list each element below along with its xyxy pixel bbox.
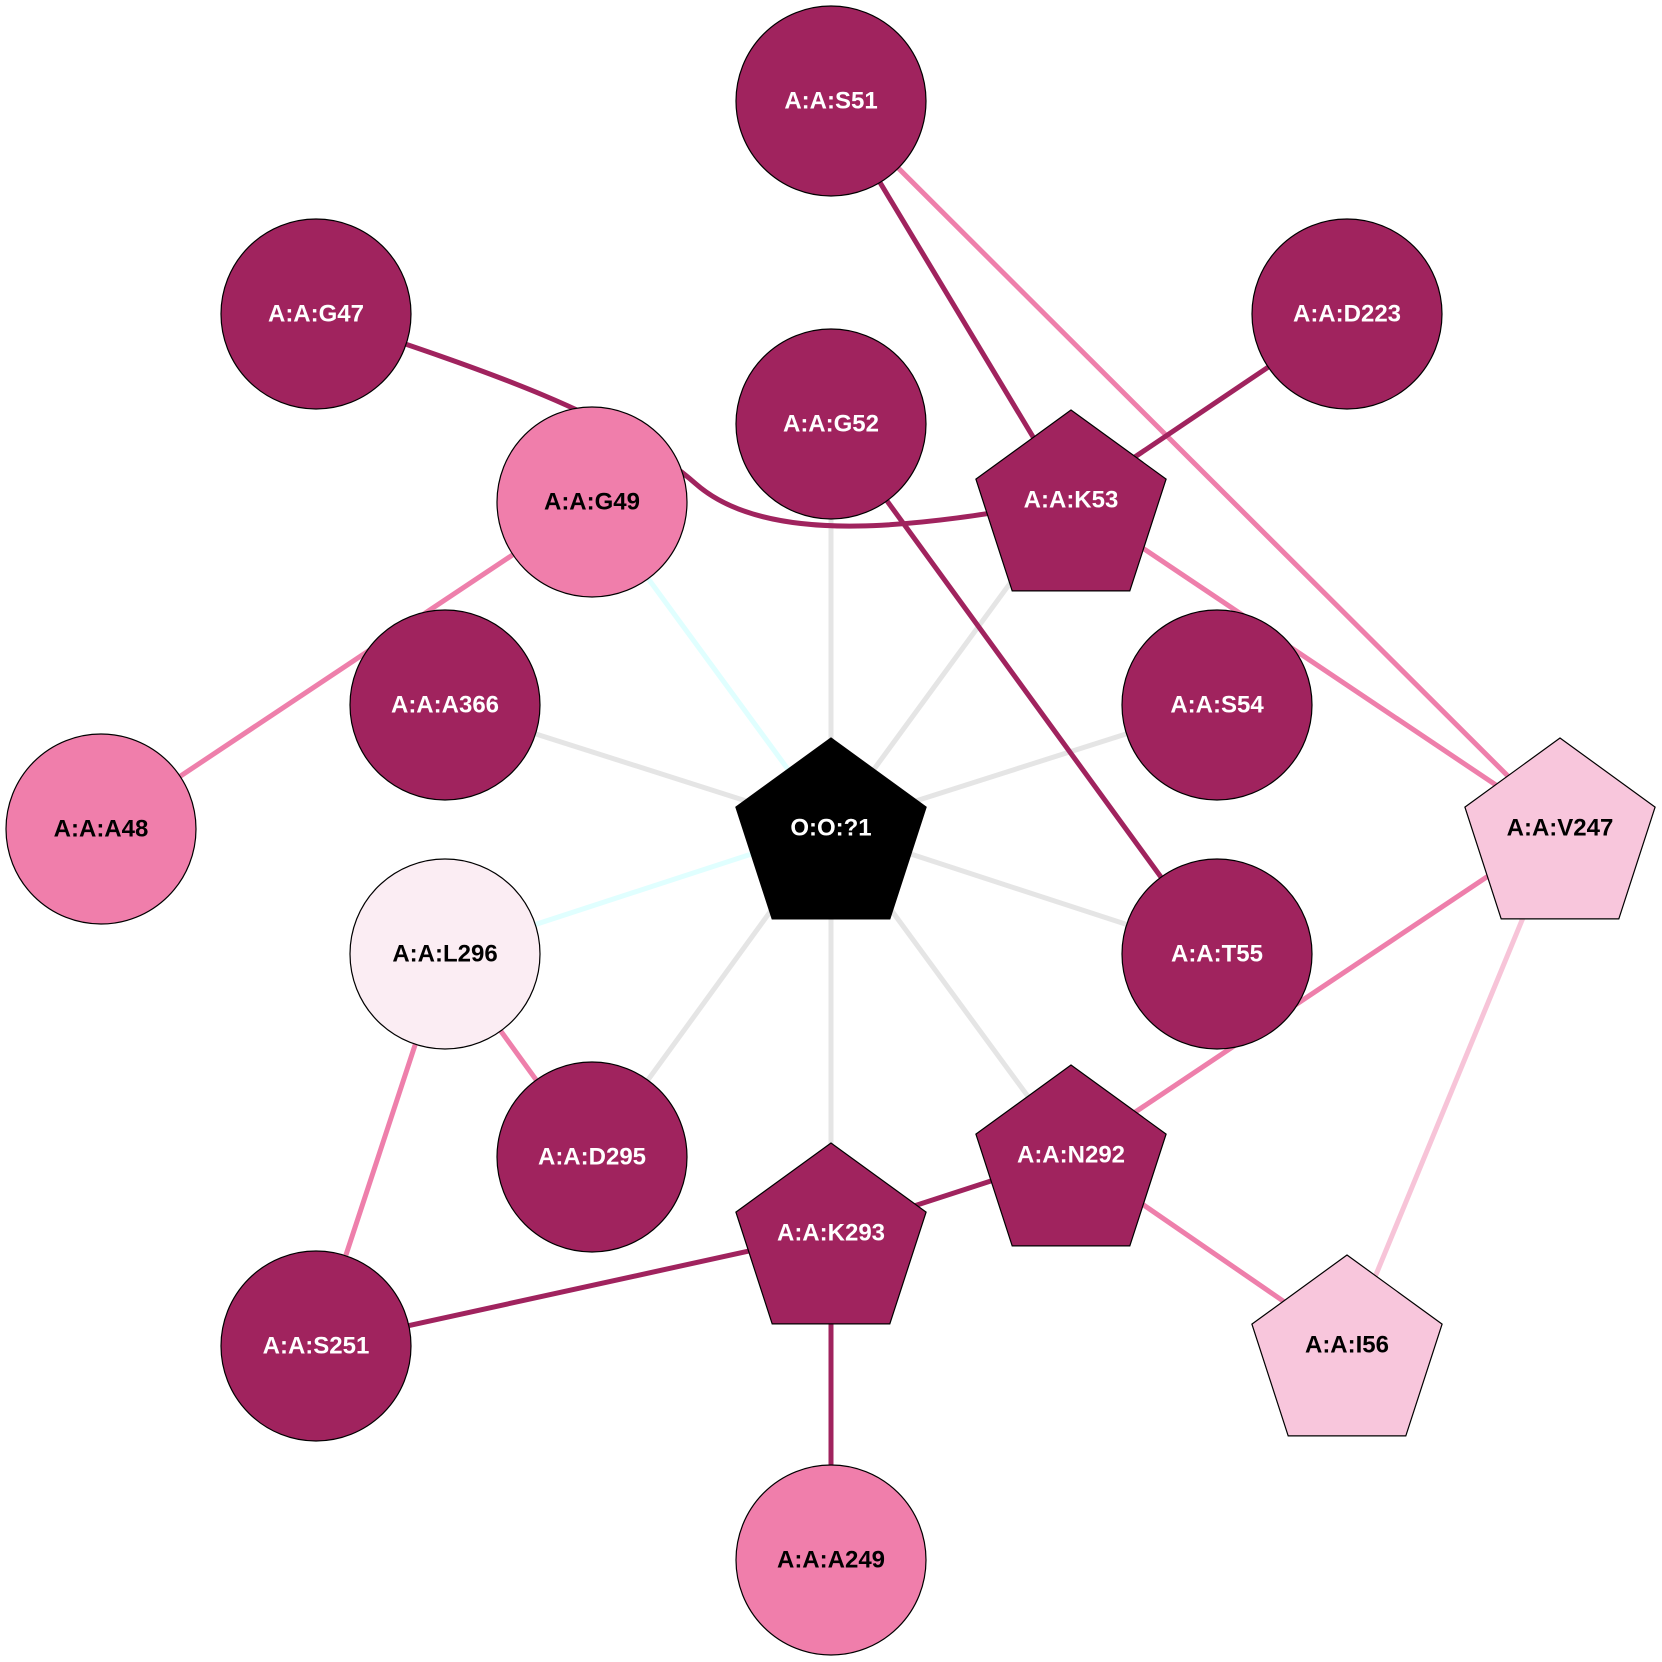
- node-s51[interactable]: A:A:S51: [735, 5, 927, 197]
- node-shape-g49: [496, 406, 688, 598]
- node-a249[interactable]: A:A:A249: [735, 1464, 927, 1656]
- node-g52[interactable]: A:A:G52: [735, 328, 927, 520]
- node-shape-l296: [349, 858, 541, 1050]
- node-shape-a48: [5, 733, 197, 925]
- node-shape-g52: [735, 328, 927, 520]
- edge-g52-t55: [828, 422, 1220, 956]
- node-shape-k53: [975, 409, 1167, 592]
- node-shape-i56: [1251, 1254, 1443, 1437]
- node-g49[interactable]: A:A:G49: [496, 406, 688, 598]
- node-d223[interactable]: A:A:D223: [1251, 218, 1443, 410]
- edge-s51-v247: [829, 99, 1562, 830]
- node-k53[interactable]: A:A:K53: [975, 409, 1167, 592]
- node-shape-t55: [1121, 858, 1313, 1050]
- edge-g49-a48: [99, 499, 594, 832]
- node-k293[interactable]: A:A:K293: [735, 1142, 927, 1325]
- edge-v247-n292: [1069, 825, 1562, 1158]
- node-shape-v247: [1464, 737, 1656, 920]
- node-shape-a249: [735, 1464, 927, 1656]
- edge-g47-k53: [315, 311, 1072, 529]
- node-o1[interactable]: O:O:?1: [735, 737, 927, 920]
- node-s251[interactable]: A:A:S251: [220, 1250, 412, 1442]
- node-shape-a366: [349, 609, 541, 801]
- edge-k53-v247: [1069, 497, 1562, 831]
- node-shape-n292: [975, 1064, 1167, 1247]
- node-shape-o1: [735, 737, 927, 920]
- node-shape-s54: [1121, 609, 1313, 801]
- node-g47[interactable]: A:A:G47: [220, 218, 412, 410]
- node-shape-s251: [220, 1250, 412, 1442]
- node-s54[interactable]: A:A:S54: [1121, 609, 1313, 801]
- node-l296[interactable]: A:A:L296: [349, 858, 541, 1050]
- node-n292[interactable]: A:A:N292: [975, 1064, 1167, 1247]
- node-shape-d295: [496, 1061, 688, 1253]
- node-d295[interactable]: A:A:D295: [496, 1061, 688, 1253]
- node-shape-g47: [220, 218, 412, 410]
- node-i56[interactable]: A:A:I56: [1251, 1254, 1443, 1437]
- node-shape-d223: [1251, 218, 1443, 410]
- node-a366[interactable]: A:A:A366: [349, 609, 541, 801]
- node-shape-s51: [735, 5, 927, 197]
- node-shape-k293: [735, 1142, 927, 1325]
- node-t55[interactable]: A:A:T55: [1121, 858, 1313, 1050]
- node-a48[interactable]: A:A:A48: [5, 733, 197, 925]
